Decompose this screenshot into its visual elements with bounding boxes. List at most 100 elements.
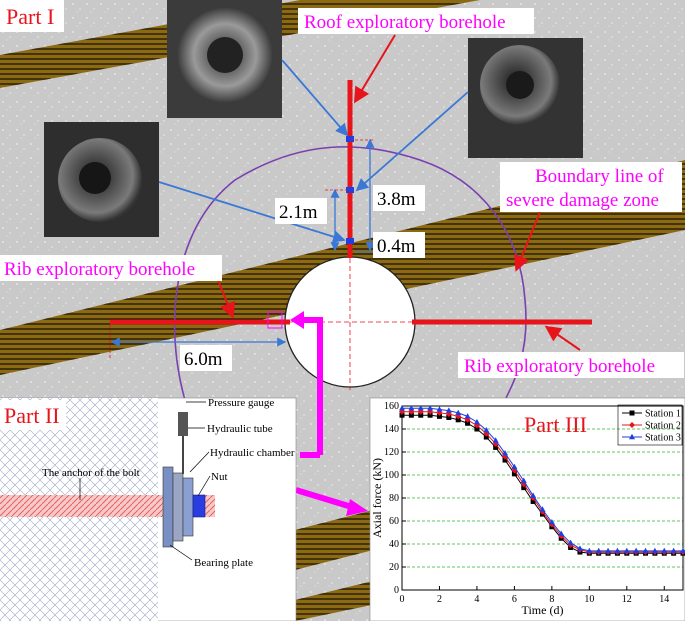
- label-anchor: The anchor of the bolt: [42, 467, 140, 479]
- rib-borehole-label-left: Rib exploratory borehole: [4, 259, 195, 280]
- label-hydraulic-chamber: Hydraulic chamber: [210, 447, 295, 459]
- chart-point-1: [427, 412, 433, 418]
- chart-point-1: [521, 485, 527, 491]
- borehole-photo-1: [167, 0, 282, 118]
- chart-y-tick-label: 80: [389, 493, 399, 504]
- chart-point-3: [408, 405, 415, 411]
- chart-point-3: [633, 547, 640, 554]
- roof-station-2: [346, 187, 354, 193]
- dim-6-0-label: 6.0m: [184, 349, 223, 370]
- chart-point-3: [586, 547, 593, 554]
- boundary-label-line2: severe damage zone: [506, 190, 659, 211]
- dim-2-1-box: [275, 198, 327, 224]
- legend-label-3: Station 3: [645, 433, 681, 444]
- chart-point-1: [408, 412, 414, 418]
- dim-3-8-box: [373, 185, 425, 211]
- chart-point-1: [483, 434, 489, 440]
- hydraulic-chamber: [172, 472, 184, 542]
- chart-x-tick-label: 0: [400, 594, 405, 605]
- chart-point-3: [436, 406, 443, 412]
- chart-point-1: [455, 417, 461, 423]
- roof-station-1: [346, 136, 354, 142]
- chart-x-tick-label: 4: [474, 594, 479, 605]
- chart-point-3: [399, 405, 405, 411]
- chart-point-1: [399, 412, 405, 418]
- chart-series: [399, 405, 685, 556]
- chart-point-3: [530, 492, 537, 498]
- chart-y-tick-label: 120: [384, 447, 399, 458]
- chart-point-3: [417, 405, 424, 411]
- chart-point-3: [427, 405, 434, 411]
- chart-point-1: [530, 498, 536, 504]
- chart-y-tick-label: 20: [389, 562, 399, 573]
- chart-x-tick-label: 2: [437, 594, 442, 605]
- boundary-label-box: [500, 162, 682, 212]
- rib-borehole-label-right: Rib exploratory borehole: [464, 356, 655, 377]
- label-nut: Nut: [211, 471, 228, 483]
- borehole-photo-3: [44, 122, 159, 237]
- dim-2-1-label: 2.1m: [279, 202, 318, 223]
- part1-title: Part I: [6, 4, 54, 29]
- legend-marker-3: [629, 433, 635, 440]
- chart-point-3: [595, 547, 602, 554]
- chart-point-3: [520, 477, 527, 483]
- chart-point-3: [614, 547, 621, 554]
- chart-point-3: [576, 545, 583, 551]
- pressure-gauge: [178, 412, 188, 436]
- chart-point-3: [539, 506, 546, 512]
- part2-title: Part II: [4, 403, 60, 428]
- part1-title-box: [0, 0, 64, 32]
- dim-0-4-label: 0.4m: [377, 236, 416, 257]
- chart-point-1: [436, 413, 442, 419]
- chart-point-3: [605, 547, 612, 554]
- chart-y-tick-label: 0: [394, 585, 399, 596]
- chart-y-tick-label: 140: [384, 424, 399, 435]
- chart-y-axis-label: Axial force (kN): [370, 458, 384, 538]
- legend-label-2: Station 2: [645, 421, 681, 432]
- chart-point-1: [493, 444, 499, 450]
- nut: [192, 494, 206, 518]
- label-hydraulic-tube: Hydraulic tube: [207, 423, 273, 435]
- chart-y-tick-label: 160: [384, 401, 399, 412]
- anchor-bolt: [0, 495, 215, 517]
- chart-point-3: [558, 530, 565, 536]
- legend-frame: [617, 404, 683, 446]
- dim-6-0-box: [180, 345, 232, 371]
- chart-point-3: [661, 547, 668, 554]
- roof-borehole-label: Roof exploratory borehole: [304, 12, 506, 33]
- chart-point-3: [455, 409, 462, 416]
- legend-label-1: Station 1: [645, 409, 681, 420]
- label-pressure-gauge: Pressure gauge: [208, 397, 274, 409]
- chart-point-3: [680, 547, 685, 554]
- legend-marker-2: [629, 422, 635, 428]
- rib-label-right-box: [458, 352, 684, 378]
- chart-point-3: [502, 449, 509, 456]
- chart-point-3: [492, 437, 499, 443]
- chart-y-tick-label: 60: [389, 516, 399, 527]
- chart-point-3: [670, 547, 677, 554]
- part3-title: Part III: [524, 412, 587, 437]
- dim-0-4-box: [373, 232, 425, 258]
- chart-grid: [402, 428, 683, 568]
- chart-point-3: [567, 539, 574, 546]
- chart-point-3: [642, 547, 649, 554]
- chart-y-tick-label: 100: [384, 470, 399, 481]
- chart-x-axis-label: Time (d): [522, 603, 564, 617]
- chart-point-3: [511, 463, 518, 470]
- legend-marker-1: [629, 410, 635, 416]
- chart-point-1: [418, 412, 424, 418]
- roof-station-3: [346, 238, 354, 244]
- part2-title-box: [0, 400, 66, 430]
- bearing-plate: [162, 466, 174, 548]
- label-arrows: [217, 34, 581, 351]
- label-bearing-plate: Bearing plate: [194, 557, 253, 569]
- chart-x-tick-label: 14: [659, 594, 669, 605]
- chart-point-3: [483, 426, 490, 433]
- chart-point-1: [474, 426, 480, 432]
- chart-point-3: [651, 547, 658, 554]
- connector-arrows: [267, 311, 368, 516]
- chart-x-tick-label: 10: [584, 594, 594, 605]
- boundary-label-line1: Boundary line of: [535, 166, 664, 187]
